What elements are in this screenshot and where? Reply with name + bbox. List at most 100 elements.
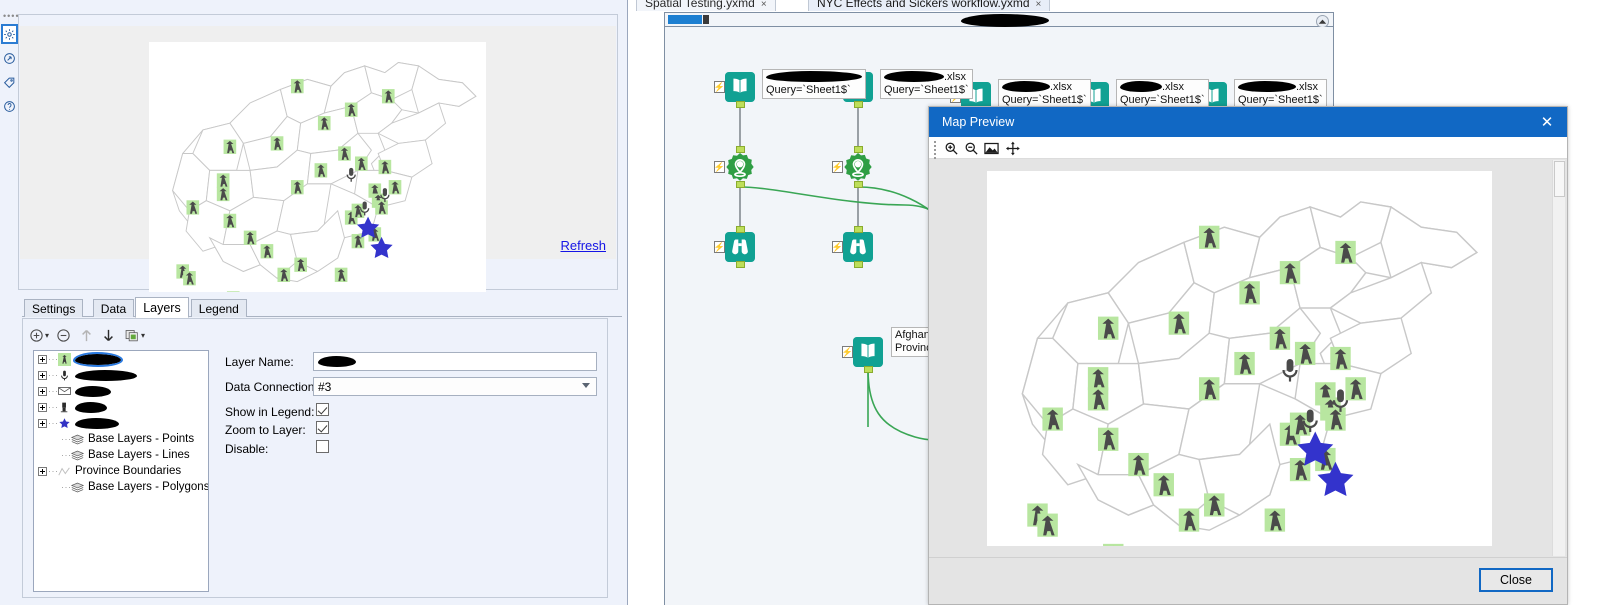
document-tab-close-icon[interactable]: × <box>760 0 767 10</box>
output-anchor[interactable] <box>864 366 873 373</box>
chevron-down-icon[interactable] <box>582 383 590 388</box>
document-tabs: Spatial Testing.yxmd×NYC Effects and Sic… <box>628 0 1598 11</box>
input-data-1[interactable]: ⚡ <box>714 72 755 108</box>
output-anchor[interactable] <box>854 181 863 188</box>
document-tab[interactable]: NYC Effects and Sickers workflow.yxmd× <box>808 0 1051 11</box>
tower-marker <box>375 200 388 215</box>
layer-options-button[interactable]: ▾ <box>124 328 145 343</box>
fit-image-icon[interactable] <box>983 140 1000 157</box>
input-anchor[interactable] <box>854 146 863 153</box>
expand-toggle-icon[interactable] <box>38 354 47 364</box>
expand-toggle-icon[interactable] <box>38 386 47 396</box>
zoom-out-icon[interactable] <box>963 140 980 157</box>
device-marker <box>380 188 390 202</box>
data-connection-select[interactable]: #3 <box>313 377 597 396</box>
expand-toggle-icon[interactable] <box>38 370 47 380</box>
canvas-zoom-indicator[interactable] <box>668 15 709 24</box>
browse-1[interactable]: ⚡ <box>714 226 755 268</box>
input-data-shp[interactable]: ⚡ <box>842 337 883 373</box>
add-layer-button[interactable]: ▾ <box>29 328 49 343</box>
output-anchor[interactable] <box>854 101 863 108</box>
tower-marker <box>183 271 196 286</box>
tower-marker <box>226 291 240 292</box>
device-marker <box>1302 409 1318 433</box>
layers-stack-icon <box>70 480 85 494</box>
tree-connector: ··· <box>61 434 72 444</box>
document-tab-label: Spatial Testing.yxmd <box>645 0 755 10</box>
close-button[interactable]: Close <box>1479 568 1553 592</box>
tower-marker <box>1087 387 1109 411</box>
input-anchor[interactable] <box>736 226 745 233</box>
tab-layers[interactable]: Layers <box>135 297 189 318</box>
layer-tree-item[interactable]: ··· <box>34 351 208 367</box>
output-anchor[interactable] <box>736 181 745 188</box>
expand-toggle-icon[interactable] <box>38 402 47 412</box>
tab-settings[interactable]: Settings <box>24 299 84 317</box>
tower-marker <box>290 180 304 195</box>
output-anchor[interactable] <box>736 101 745 108</box>
add-layer-caret[interactable]: ▾ <box>45 330 50 340</box>
pan-icon[interactable] <box>1005 140 1022 157</box>
preview-background[interactable]: Refresh <box>20 26 616 292</box>
close-icon[interactable]: ✕ <box>1540 113 1554 131</box>
tab-legend[interactable]: Legend <box>190 299 247 317</box>
disable-checkbox[interactable] <box>316 440 329 453</box>
dialog-map-area[interactable] <box>929 159 1567 557</box>
zoom-to-layer-checkbox[interactable] <box>316 421 329 434</box>
create-points-2[interactable]: ⚡ <box>832 146 873 188</box>
layer-name-redaction <box>75 369 137 381</box>
annotation-query: Query=`Sheet1$` <box>766 84 851 96</box>
input-anchor[interactable] <box>854 226 863 233</box>
tower-marker <box>1042 407 1063 431</box>
tower-marker <box>1269 326 1291 350</box>
annot-input-1[interactable]: Query=`Sheet1$` <box>762 69 866 99</box>
tree-connector: ··· <box>61 450 72 460</box>
expand-toggle-icon[interactable] <box>38 418 47 428</box>
filename-extension: .xlsx <box>1296 81 1318 93</box>
preview-map-canvas[interactable] <box>149 42 486 292</box>
preview-groupbox: Preview (Click to enlarge) <box>18 14 618 292</box>
layer-tree-item-base-layers-lines[interactable]: ···Base Layers - Lines <box>34 447 208 463</box>
create-points-1[interactable]: ⚡ <box>714 146 755 188</box>
layer-options-caret[interactable]: ▾ <box>141 330 146 340</box>
show-in-legend-checkbox[interactable] <box>316 403 329 416</box>
document-tab[interactable]: Spatial Testing.yxmd × <box>636 0 776 11</box>
toolbar-grip[interactable] <box>934 141 937 159</box>
output-anchor[interactable] <box>854 261 863 268</box>
map-preview-canvas[interactable] <box>987 171 1492 546</box>
layer-tree-item-province-boundaries[interactable]: ···Province Boundaries <box>34 463 208 479</box>
remove-layer-button[interactable] <box>56 328 71 343</box>
zoom-in-icon[interactable] <box>943 140 960 157</box>
tower-marker <box>351 233 365 249</box>
move-layer-down-button[interactable] <box>100 327 117 344</box>
dialog-vertical-scrollbar[interactable] <box>1552 160 1565 556</box>
expand-toggle-icon[interactable] <box>38 466 47 476</box>
help-icon[interactable] <box>1 96 18 116</box>
arrow-circle-icon[interactable] <box>1 48 18 68</box>
layer-tree-item-base-layers-points[interactable]: ···Base Layers - Points <box>34 431 208 447</box>
annotation-query: Query=`Sheet1$` <box>1002 94 1087 106</box>
tab-data[interactable]: Data <box>92 299 135 317</box>
layer-tree-item[interactable]: ··· <box>34 383 208 399</box>
layer-tree-item[interactable]: ··· <box>34 367 208 383</box>
browse-2[interactable]: ⚡ <box>832 226 873 268</box>
layer-tree-item[interactable]: ··· <box>34 399 208 415</box>
refresh-link[interactable]: Refresh <box>560 238 606 253</box>
input-anchor[interactable] <box>736 146 745 153</box>
layer-tree-item-base-layers-polygons[interactable]: ···Base Layers - Polygons <box>34 479 208 495</box>
layer-name-field[interactable] <box>313 352 597 371</box>
move-layer-up-button[interactable] <box>78 327 95 344</box>
document-tab-close-icon[interactable]: × <box>1035 0 1042 10</box>
layers-properties-panel: ▾ <box>22 318 608 598</box>
output-anchor[interactable] <box>736 261 745 268</box>
microphone-icon <box>57 368 72 382</box>
gear-icon[interactable] <box>1 24 18 44</box>
scrollbar-thumb[interactable] <box>1554 161 1565 197</box>
tag-icon[interactable] <box>1 72 18 92</box>
layer-tree[interactable]: ··················Base Layers - Points··… <box>33 350 209 592</box>
layer-tree-item[interactable]: ··· <box>34 415 208 431</box>
